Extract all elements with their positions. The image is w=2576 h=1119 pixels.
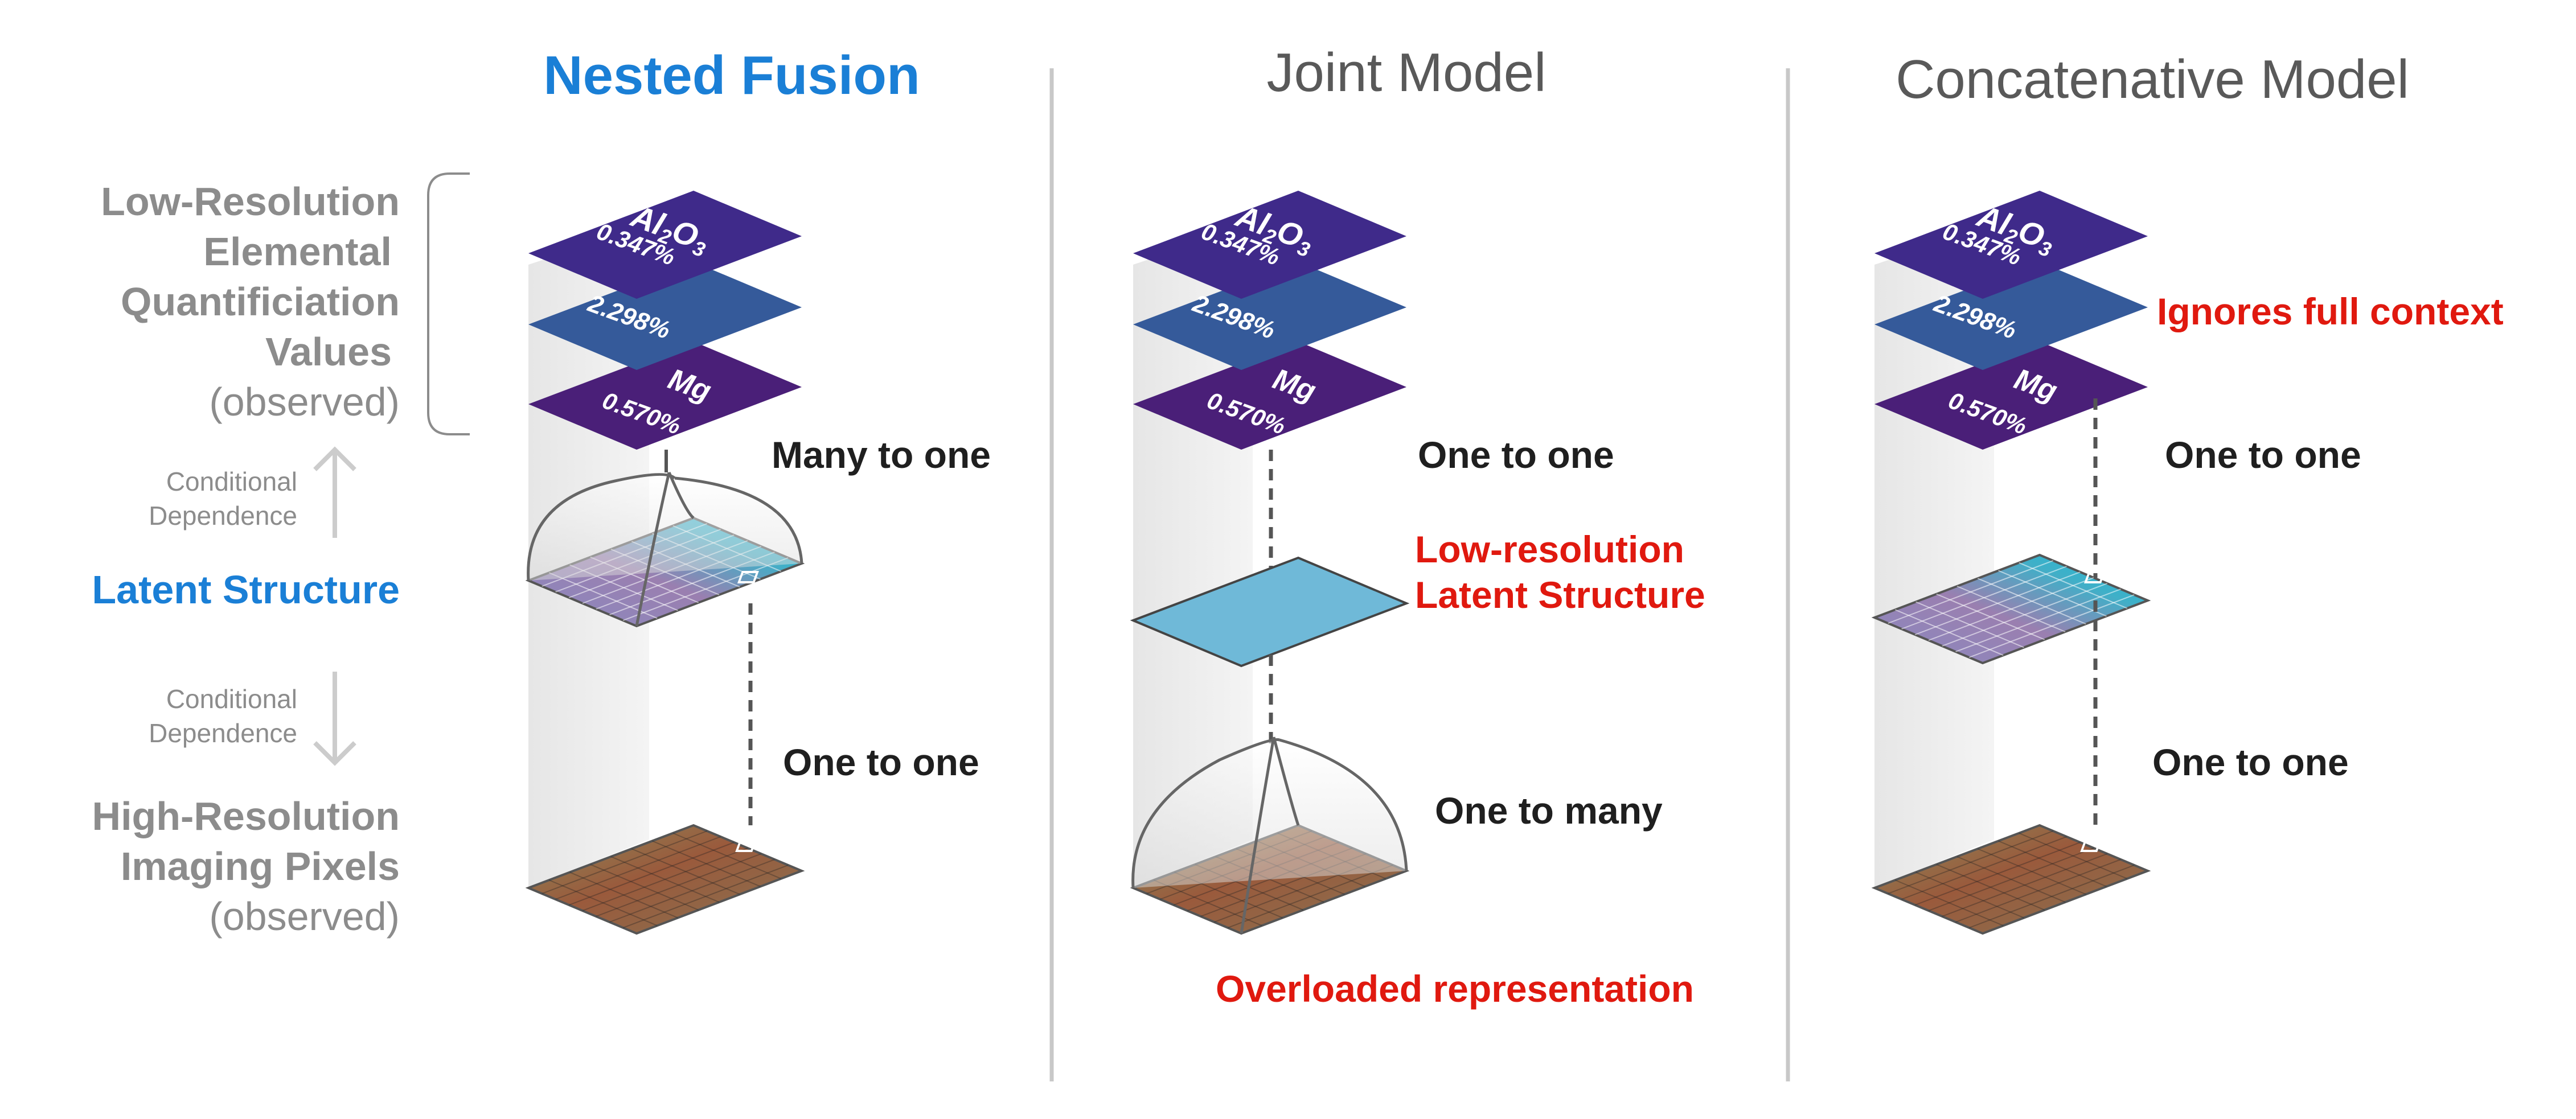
annotation-one-to-one: One to one xyxy=(1418,434,1614,476)
grid-line xyxy=(1227,865,1393,928)
grid-line xyxy=(582,848,748,911)
imaging-pixels-grid xyxy=(1871,824,2151,935)
annotation-one-to-one: One to one xyxy=(783,741,979,783)
annotation-overloaded-representation: Overloaded representation xyxy=(1216,968,1694,1010)
layer-al2o3-formula: Al2O3 xyxy=(625,197,714,261)
label-latent-structure: Latent Structure xyxy=(92,567,400,612)
pixel-marker xyxy=(2080,840,2102,852)
column-concatenative-model: Mg 0.570% 2.298% Al2O3 0.347% Ignores fu… xyxy=(1871,191,2504,935)
grid-line xyxy=(610,856,720,903)
annotation-many-to-one: Many to one xyxy=(772,434,991,476)
layer-middle: 2.298% xyxy=(1133,262,1406,370)
arrow-down-icon xyxy=(313,672,356,766)
latent-structure-grid xyxy=(1871,553,2151,665)
label-high-resolution-pixels: High-Resolution Imaging Pixels (observed… xyxy=(92,794,400,939)
pixel-marker xyxy=(735,840,757,852)
pixel-marker xyxy=(737,571,759,583)
grid-line xyxy=(590,863,699,911)
grid-line xyxy=(1915,871,2024,919)
annotation-one-to-one-lower: One to one xyxy=(2152,741,2349,783)
low-res-latent-structure xyxy=(1130,556,1410,668)
title-concatenative-model: Concatenative Model xyxy=(1896,49,2409,110)
title-nested-fusion: Nested Fusion xyxy=(543,45,920,106)
annotation-low-res-latent-line-1: Low-resolution xyxy=(1415,528,1684,570)
layer-mg: Mg 0.570% xyxy=(1133,342,1406,450)
label-low-resolution-values: Low-Resolution Elemental Quantificiation… xyxy=(101,179,400,424)
grid-line xyxy=(1901,836,2067,900)
cond-dep-up-line-1: Conditional xyxy=(166,467,297,496)
grid-line xyxy=(1977,578,2086,625)
grid-line xyxy=(1955,859,2121,923)
annotation-low-res-latent-line-2: Latent Structure xyxy=(1415,574,1705,616)
grid-line xyxy=(542,830,708,894)
grid-line xyxy=(548,879,658,927)
label-low-res-line-2: Elemental xyxy=(203,229,392,274)
grid-line xyxy=(1888,830,2054,894)
label-conditional-dependence-down: Conditional Dependence xyxy=(149,684,297,748)
grid-line xyxy=(2019,562,2128,609)
pixel-marker xyxy=(2083,571,2106,583)
grid-line xyxy=(609,859,775,923)
cond-dep-down-line-1: Conditional xyxy=(166,684,297,714)
dome xyxy=(1131,737,1408,934)
grid-line xyxy=(1936,863,2045,911)
grid-line xyxy=(1956,856,2066,903)
grid-line xyxy=(1942,583,2108,647)
grid-line xyxy=(652,840,761,887)
annotation-one-to-many: One to many xyxy=(1435,789,1663,832)
column-joint-model: Mg 0.570% 2.298% Al2O3 0.347% One to one xyxy=(1130,191,1705,1010)
cond-dep-down-line-2: Dependence xyxy=(149,718,297,748)
grid-line xyxy=(622,557,789,621)
label-low-res-observed: (observed) xyxy=(209,380,400,424)
grid-line xyxy=(1968,865,2135,928)
layer-mg: Mg 0.570% xyxy=(528,342,802,450)
layer-middle: 2.298% xyxy=(1874,262,2148,370)
annotation-one-to-one-upper: One to one xyxy=(2165,434,2361,476)
grid-line xyxy=(1928,848,2094,911)
label-high-res-line-2: Imaging Pixels xyxy=(121,844,400,888)
grid-line xyxy=(1894,879,2004,927)
grid-line xyxy=(631,848,740,895)
label-conditional-dependence-up: Conditional Dependence xyxy=(149,467,297,530)
grid-line xyxy=(1977,848,2086,895)
imaging-pixels-grid xyxy=(525,824,805,935)
grid-line xyxy=(1998,840,2107,887)
grid-line xyxy=(555,836,721,900)
dome xyxy=(527,472,803,627)
grid-line xyxy=(1968,594,2135,658)
grid-line xyxy=(568,842,735,906)
grid-line xyxy=(1942,853,2108,917)
layer-mg: Mg 0.570% xyxy=(1874,342,2148,450)
cond-dep-up-line-2: Dependence xyxy=(149,501,297,530)
grid-line xyxy=(2019,832,2128,879)
column-nested-fusion: Mg 0.570% 2.298% Al2O3 0.347% xyxy=(525,191,991,935)
label-low-res-line-4: Values xyxy=(265,330,392,374)
title-joint-model: Joint Model xyxy=(1267,42,1547,103)
bracket-low-resolution xyxy=(427,172,470,435)
arrow-up-icon xyxy=(313,446,356,538)
grid-line xyxy=(1914,842,2081,906)
label-high-res-line-1: High-Resolution xyxy=(92,794,400,838)
label-low-res-line-3: Quantificiation xyxy=(121,279,400,324)
annotation-ignores-full-context: Ignores full context xyxy=(2157,290,2504,332)
grid-line xyxy=(1955,589,2121,652)
grid-line xyxy=(1998,570,2107,617)
grid-line xyxy=(569,871,678,919)
layer-al2o3: Al2O3 0.347% xyxy=(1133,191,1406,299)
grid-line xyxy=(1956,586,2066,632)
layer-al2o3: Al2O3 0.347% xyxy=(1874,191,2148,299)
label-high-res-observed: (observed) xyxy=(209,894,400,939)
layer-al2o3: Al2O3 0.347% xyxy=(528,191,802,299)
label-low-res-line-1: Low-Resolution xyxy=(101,179,400,224)
grid-line xyxy=(672,832,782,879)
grid-line xyxy=(622,865,789,928)
layer-middle: 2.298% xyxy=(528,262,802,370)
grid-line xyxy=(596,853,762,917)
